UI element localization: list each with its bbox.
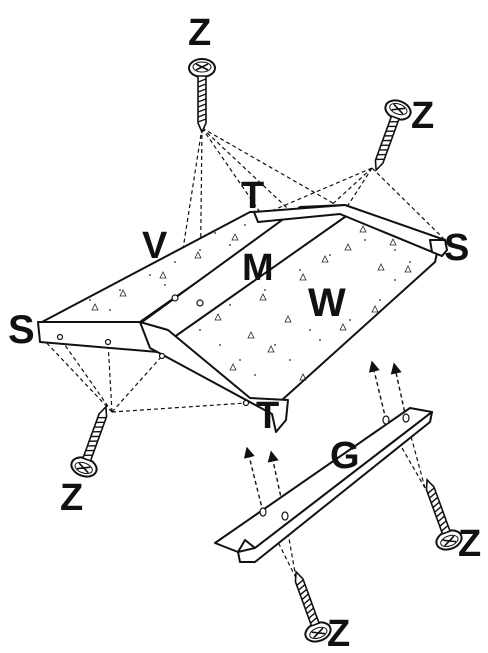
screw-icon xyxy=(188,58,216,133)
rail-s-right xyxy=(429,239,448,257)
label-v: V xyxy=(142,225,168,267)
panel-texture xyxy=(89,224,412,381)
screw-icon xyxy=(362,96,415,176)
seat-frame xyxy=(37,204,448,433)
label-z-top: Z xyxy=(188,12,211,54)
screw-hole xyxy=(158,352,166,360)
label-z-top-right: Z xyxy=(411,95,434,137)
screw-icon xyxy=(282,566,335,646)
label-z-bottom: Z xyxy=(327,613,350,653)
label-t-bottom: T xyxy=(256,395,279,437)
label-s-right: S xyxy=(444,227,469,269)
screw-hole xyxy=(242,399,250,407)
label-z-bottom-right: Z xyxy=(458,523,481,565)
label-w: W xyxy=(308,281,346,325)
label-g: G xyxy=(330,435,360,477)
rail-t-bottom xyxy=(139,321,289,433)
screw-icon xyxy=(413,474,466,554)
screw-hole xyxy=(171,294,179,302)
label-t-top: T xyxy=(241,175,264,217)
label-m: M xyxy=(242,247,274,289)
screw-hole xyxy=(104,338,112,346)
screw-hole xyxy=(196,299,204,307)
label-z-left: Z xyxy=(60,477,83,519)
label-s-left: S xyxy=(8,308,35,352)
bracket-g xyxy=(214,407,433,563)
screw-icon xyxy=(67,401,120,481)
screw-hole xyxy=(56,333,64,341)
